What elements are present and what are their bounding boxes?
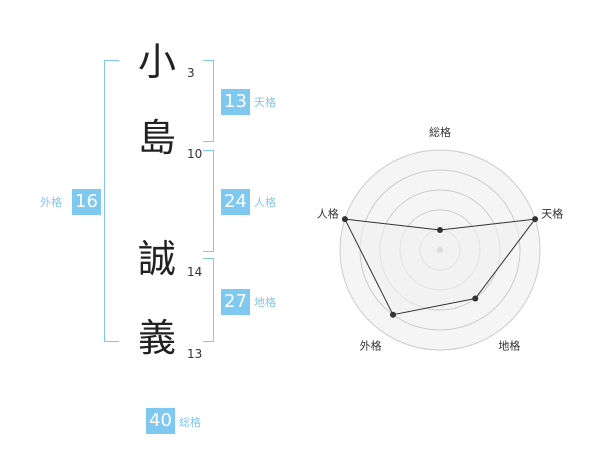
gaikaku-label: 外格 — [40, 196, 62, 209]
radar-axis-label: 天格 — [541, 207, 563, 221]
gaikaku-bracket — [104, 60, 119, 342]
name-char-3: 誠 — [137, 237, 176, 281]
gaikaku-value: 16 — [72, 189, 101, 215]
radar-point-1 — [437, 227, 443, 233]
stroke-count-4: 13 — [187, 347, 203, 361]
chikaku-label: 地格 — [254, 296, 276, 309]
name-char-2: 島 — [137, 116, 176, 160]
radar-series-polygon — [344, 218, 537, 316]
chikaku-bracket — [203, 258, 214, 342]
radar-axis-label: 外格 — [360, 338, 382, 352]
name-char-1: 小 — [137, 40, 176, 84]
stroke-count-1: 3 — [187, 66, 195, 80]
radar-axis-label: 総格 — [429, 125, 451, 139]
jinkaku-label: 人格 — [254, 196, 276, 209]
radar-point-4 — [389, 311, 396, 318]
radar-point-2 — [532, 216, 539, 223]
chikaku-value: 27 — [221, 289, 250, 315]
jinkaku-value: 24 — [221, 189, 250, 215]
stroke-count-2: 10 — [187, 147, 203, 161]
tenkaku-value: 13 — [221, 89, 250, 115]
radar-axis-label: 地格 — [498, 338, 520, 352]
stroke-count-3: 14 — [187, 265, 203, 279]
jinkaku-bracket — [203, 150, 214, 252]
tenkaku-label: 天格 — [254, 96, 276, 109]
radar-axis-label: 人格 — [317, 207, 339, 221]
radar-point-5 — [341, 216, 348, 223]
tenkaku-bracket — [203, 60, 214, 142]
soukaku-value: 40 — [146, 408, 175, 434]
radar-point-3 — [472, 295, 479, 302]
name-char-4: 義 — [137, 316, 176, 360]
radar-ring-5 — [339, 149, 541, 351]
soukaku-label: 総格 — [179, 416, 201, 429]
